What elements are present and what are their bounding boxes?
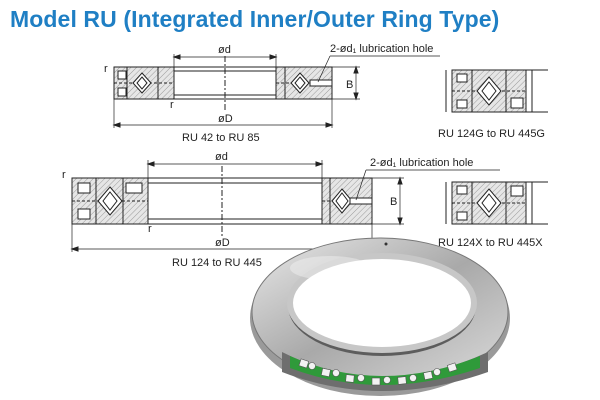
width-label: B [390,196,397,208]
caption-ru124g-445g: RU 124G to RU 445G [438,128,545,140]
cross-roller-bearing-photo [250,237,510,396]
bore-diameter-label: ød [218,44,231,56]
diagram-ru124-445 [70,160,500,252]
caption-ru124-445: RU 124 to RU 445 [172,257,262,269]
caption-ru124x-445x: RU 124X to RU 445X [438,237,543,249]
right-section [275,66,333,100]
corner-radius-label: r [62,169,66,181]
outer-diameter-label: øD [218,113,233,125]
bore-diameter-label: ød [215,151,228,163]
lubrication-hole-label: 2-ød₁ lubrication hole [330,43,433,55]
outer-diameter-label: øD [215,237,230,249]
caption-ru42-85: RU 42 to RU 85 [182,132,260,144]
lubrication-hole-label: 2-ød₁ lubrication hole [370,157,473,169]
left-section [71,177,149,225]
right-section [321,177,373,225]
diagram-ru124x-445x [445,181,548,225]
corner-radius-label-inner: r [148,223,152,235]
diagram-ru42-85 [112,54,440,128]
left-section [113,66,175,100]
corner-radius-label-inner: r [170,99,174,111]
page-title: Model RU (Integrated Inner/Outer Ring Ty… [10,6,500,32]
width-label: B [346,79,353,91]
diagram-ru124g-445g [445,69,548,113]
corner-radius-label: r [104,63,108,75]
